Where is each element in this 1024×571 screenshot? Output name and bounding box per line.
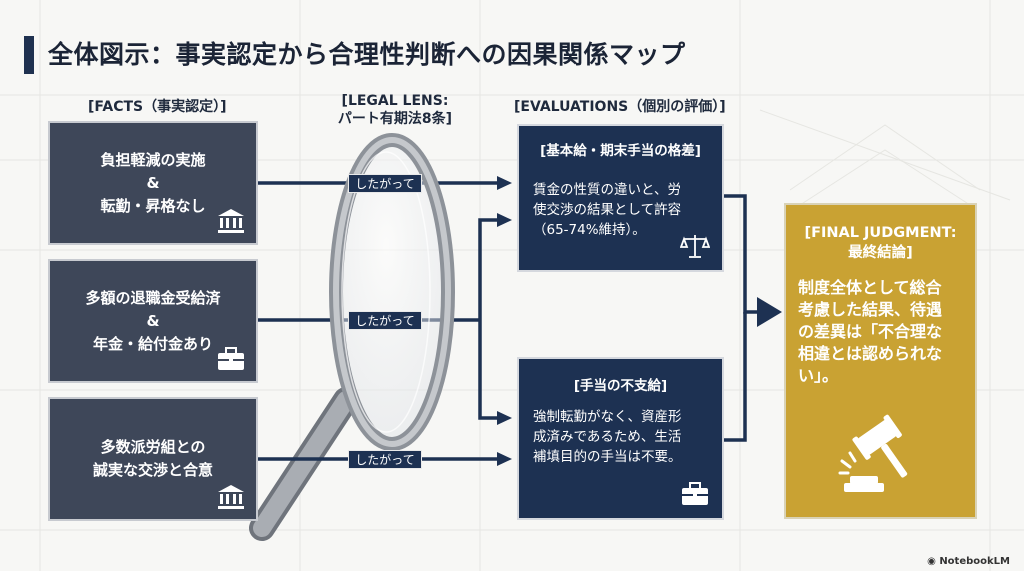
magnifier-lens — [329, 133, 455, 451]
connector-split-down — [478, 320, 497, 420]
fact-1-line-3: 転勤・昇格なし — [100, 197, 206, 215]
connector-label-1: したがって — [348, 174, 422, 193]
connector-label-2: したがって — [348, 311, 422, 330]
final-line-3: の差異は「不合理な — [798, 322, 943, 341]
final-judgment-title: [FINAL JUDGMENT: 最終結論] — [786, 223, 975, 263]
evaluation-2-line-1: 強制転勤がなく、資産形 — [533, 409, 682, 425]
fact-box-1: 負担軽減の実施 & 転勤・昇格なし — [48, 121, 258, 245]
evaluation-2-line-2: 成済みであるため、生活 — [533, 429, 682, 445]
legal-lens-heading-line2: パート有期法8条] — [337, 111, 453, 127]
eval-to-final-upper — [724, 194, 760, 314]
final-title-line-1: [FINAL JUDGMENT: — [804, 225, 957, 241]
briefcase-icon — [680, 480, 710, 508]
scales-icon — [679, 232, 711, 260]
legal-lens-heading-line1: [LEGAL LENS: — [341, 93, 449, 109]
final-line-1: 制度全体として総合 — [798, 278, 942, 297]
notebooklm-logo-icon: ◉ — [927, 556, 940, 567]
fact-3-line-1: 多数派労組との — [100, 438, 206, 456]
final-arrow-head — [757, 297, 782, 327]
evaluation-2-title: [手当の不支給] — [573, 378, 668, 394]
magnifier-handle — [249, 387, 359, 541]
evaluation-1-title: [基本給・期末手当の格差] — [540, 143, 701, 159]
evaluation-1-line-3: （65-74%維持）。 — [533, 222, 646, 238]
evaluation-2-line-3: 補填目的の手当は不要。 — [533, 449, 682, 465]
eval-to-final-lower — [724, 312, 747, 442]
final-title-line-2: 最終結論] — [848, 245, 913, 261]
briefcase-icon — [216, 345, 246, 373]
legal-lens-heading: [LEGAL LENS: パート有期法8条] — [330, 92, 460, 128]
bank-icon — [216, 483, 246, 511]
final-line-4: 相違とは認められな — [798, 344, 943, 363]
page-title: 全体図示：事実認定から合理性判断への因果関係マップ — [48, 40, 686, 69]
fact-2-line-2: & — [146, 312, 160, 330]
fact-1-line-1: 負担軽減の実施 — [100, 151, 206, 169]
connector-split-up — [478, 218, 497, 320]
watermark-text: NotebookLM — [939, 556, 1010, 567]
fact-1-line-2: & — [146, 174, 160, 192]
evaluations-column-heading: [EVALUATIONS（個別の評価）] — [514, 99, 726, 115]
final-line-2: 考慮した結果、待遇 — [798, 300, 943, 319]
final-judgment-box: [FINAL JUDGMENT: 最終結論] 制度全体として総合 考慮した結果、… — [784, 203, 977, 519]
connector-label-3: したがって — [348, 450, 422, 469]
fact-2-line-3: 年金・給付金あり — [92, 335, 213, 353]
evaluation-1-line-2: 使交渉の結果として許容 — [533, 202, 682, 218]
fact-3-line-2: 誠実な交渉と合意 — [92, 461, 213, 479]
title-accent-bar — [24, 36, 34, 74]
bank-icon — [216, 207, 246, 235]
evaluation-box-1: [基本給・期末手当の格差] 賃金の性質の違いと、労 使交渉の結果として許容 （6… — [517, 124, 724, 272]
fact-2-line-1: 多額の退職金受給済 — [85, 289, 221, 307]
evaluation-1-line-1: 賃金の性質の違いと、労 — [533, 182, 681, 198]
gavel-icon — [836, 413, 926, 497]
final-judgment-body: 制度全体として総合 考慮した結果、待遇 の差異は「不合理な 相違とは認められな … — [798, 277, 967, 387]
fact-box-3: 多数派労組との 誠実な交渉と合意 — [48, 397, 258, 521]
final-line-5: い」。 — [798, 366, 839, 385]
facts-column-heading: [FACTS（事実認定）] — [88, 99, 227, 115]
fact-box-2: 多額の退職金受給済 & 年金・給付金あり — [48, 259, 258, 383]
notebooklm-watermark: ◉ NotebookLM — [927, 556, 1010, 567]
evaluation-box-2: [手当の不支給] 強制転勤がなく、資産形 成済みであるため、生活 補填目的の手当… — [517, 357, 724, 520]
